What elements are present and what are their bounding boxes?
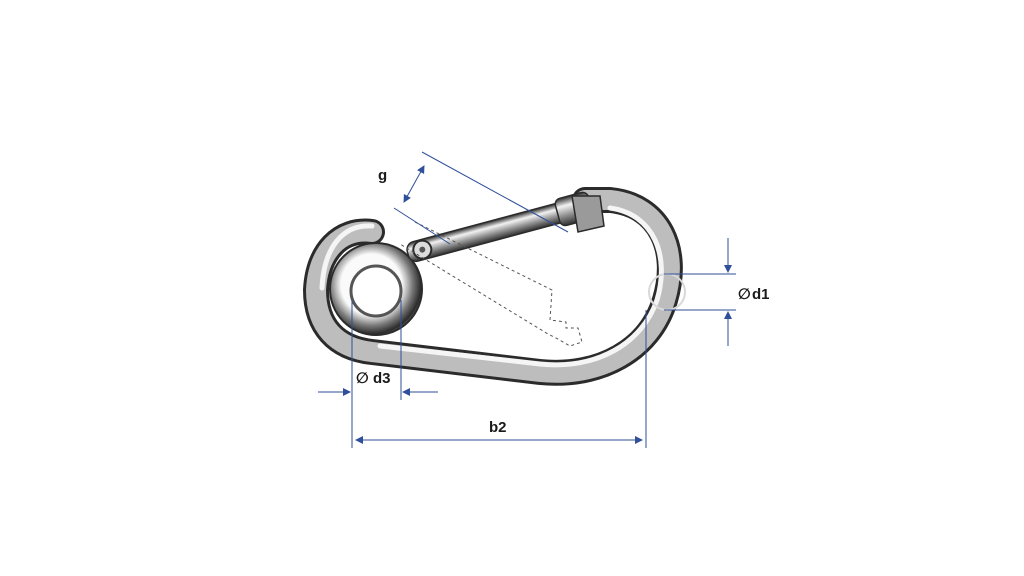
d3-label: d3 bbox=[373, 370, 391, 387]
hook-nose bbox=[571, 195, 605, 233]
g-extension-line-2 bbox=[393, 207, 451, 245]
d1-label: d1 bbox=[752, 286, 770, 303]
d3-diameter-symbol: ∅ bbox=[356, 370, 369, 387]
dimensions bbox=[318, 151, 736, 448]
gate-bar bbox=[406, 191, 594, 263]
d1-diameter-symbol: ∅ bbox=[738, 286, 751, 303]
eye-hole bbox=[349, 264, 403, 318]
gate-open-outline bbox=[399, 221, 583, 347]
g-dimension-arrow bbox=[403, 165, 425, 203]
b2-label: b2 bbox=[489, 419, 507, 436]
g-extension-line-1 bbox=[421, 151, 569, 233]
snap-hook bbox=[303, 187, 686, 386]
hook-body bbox=[306, 190, 680, 383]
g-label: g bbox=[378, 167, 387, 184]
hook-body-highlight bbox=[319, 205, 664, 368]
